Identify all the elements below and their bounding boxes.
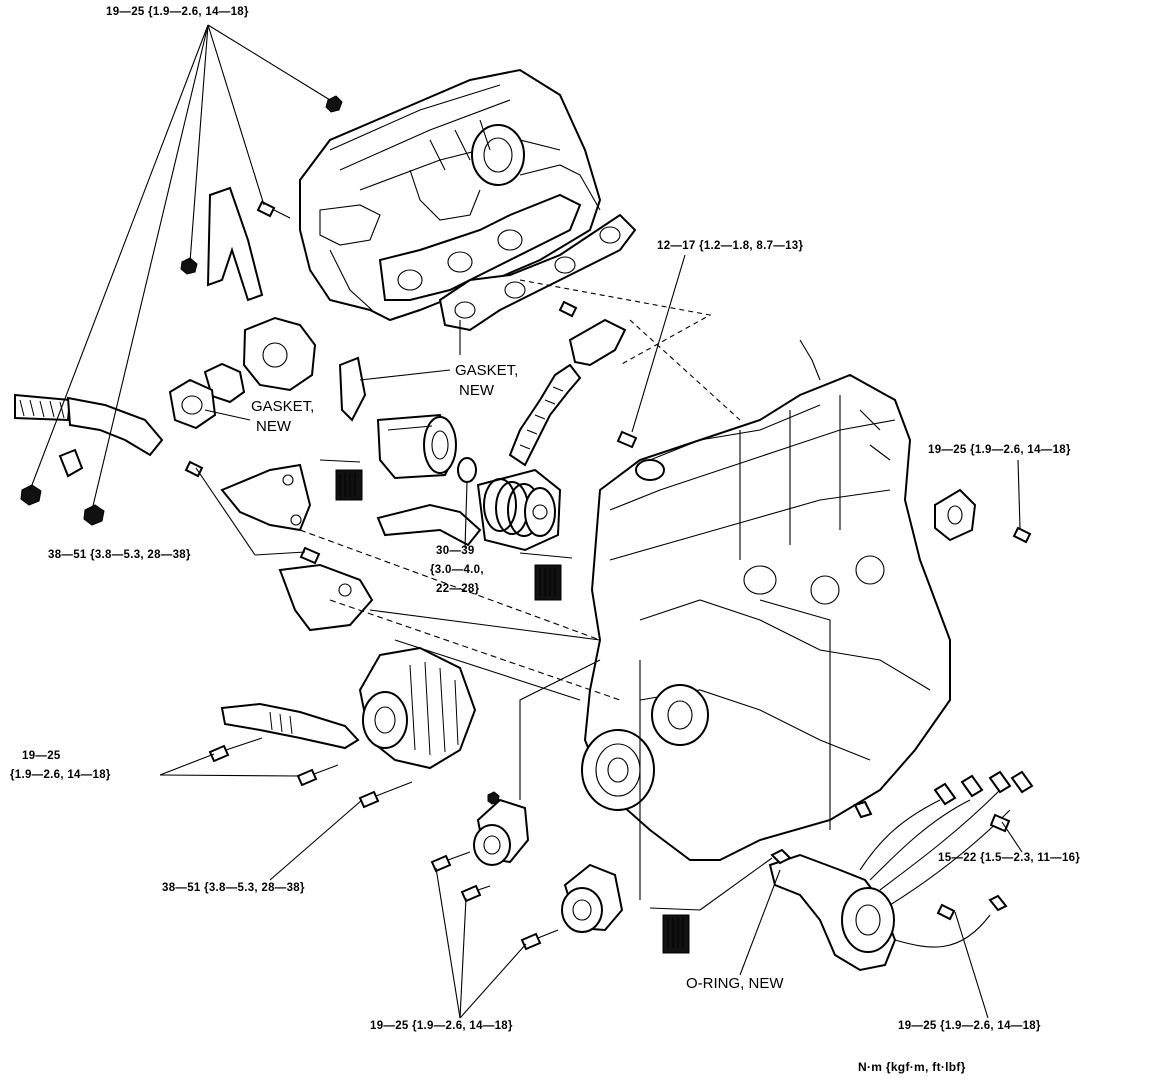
torque-label-alternator-1: 19—25 [22, 750, 61, 762]
part-label-gasket-upper-2: NEW [459, 382, 494, 399]
engine-mount-bracket-icon [220, 463, 374, 632]
bolt-icon [208, 737, 413, 809]
alternator-icon [220, 646, 477, 770]
bolt-icon [430, 851, 559, 951]
oil-cooler-icon [376, 318, 627, 552]
intake-manifold-icon [299, 68, 602, 322]
torque-unit-legend: N·m {kgf·m, ft·lbf} [858, 1060, 966, 1074]
bolt-icon [616, 430, 638, 449]
crank-pulley-icon [581, 684, 709, 811]
manifold-gasket-icon [438, 213, 637, 332]
torque-label-top: 19—25 {1.9—2.6, 14—18} [106, 6, 249, 18]
oil-can-icon [649, 907, 701, 954]
torque-label-pcv-valve: 12—17 {1.2—1.8, 8.7—13} [657, 240, 804, 252]
torque-label-spark-plug: 15—22 {1.5—2.3, 11—16} [938, 852, 1081, 864]
part-label-oring: O-RING, NEW [686, 975, 784, 992]
bracket-icon [934, 488, 1032, 544]
torque-label-alternator-bolt: 38—51 {3.8—5.3, 28—38} [162, 882, 305, 894]
tensioner-pulley-icon [473, 791, 530, 866]
torque-label-distributor: 19—25 {1.9—2.6, 14—18} [898, 1020, 1041, 1032]
torque-label-right-bracket: 19—25 {1.9—2.6, 14—18} [928, 444, 1071, 456]
torque-label-alternator-2: {1.9—2.6, 14—18} [10, 769, 111, 781]
torque-label-pulleys: 19—25 {1.9—2.6, 14—18} [370, 1020, 513, 1032]
bracket-icon [206, 186, 264, 302]
oil-can-icon [519, 552, 573, 601]
part-label-gasket-left-2: NEW [256, 418, 291, 435]
oil-filter-icon [376, 413, 477, 483]
torque-label-mount-bracket: 38—51 {3.8—5.3, 28—38} [48, 549, 191, 561]
distributor-icon [768, 770, 1034, 972]
bolt-icon [20, 460, 321, 565]
thermostat-icon [168, 316, 367, 430]
part-label-gasket-left-1: GASKET, [251, 398, 315, 415]
torque-label-oil-cooler-1: 30—39 [436, 545, 475, 557]
part-label-gasket-upper-1: GASKET, [455, 362, 519, 379]
oil-can-icon [319, 459, 363, 501]
leader-lines [29, 24, 1023, 1019]
idler-pulley-icon [561, 863, 624, 933]
torque-label-oil-cooler-3: 22—28} [436, 583, 480, 595]
water-pipe-icon [14, 393, 164, 478]
torque-label-oil-cooler-2: {3.0—4.0, [430, 564, 484, 576]
bolt-icon [936, 903, 956, 921]
